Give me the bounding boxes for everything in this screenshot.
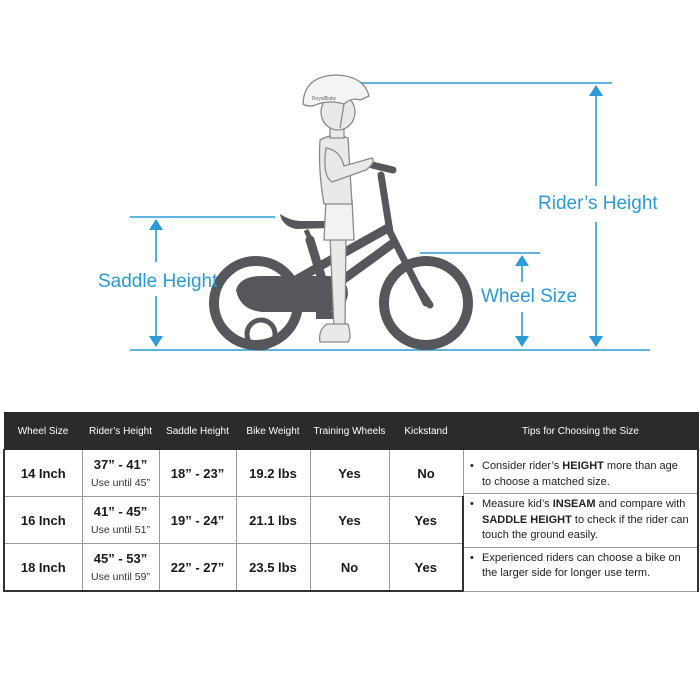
col-header-tips: Tips for Choosing the Size [462,412,699,450]
rider-shorts [323,199,355,241]
cell-bike-weight: 23.5 lbs [235,543,311,592]
table-row: 14 Inch 37” - 41” Use until 45” 18” - 23… [3,449,699,592]
cell-wheel-size: 16 Inch [3,496,83,544]
pedal [316,312,338,319]
arrow-heads [149,85,603,347]
cell-kickstand: Yes [388,496,464,544]
cell-bike-weight: 21.1 lbs [235,496,311,544]
tips-cell: •Consider rider’s HEIGHT more than age t… [462,449,699,592]
use-until: Use until 59” [91,570,150,583]
cell-wheel-size: 14 Inch [3,449,83,497]
cell-bike-weight: 19.2 lbs [235,449,311,497]
table-header-row: Wheel Size Rider’s Height Saddle Height … [3,412,699,450]
cell-training-wheels: Yes [309,449,390,497]
rider-shoe [319,323,351,343]
helmet-logo: RoyalBaby [312,96,337,102]
col-header-training-wheels: Training Wheels [309,412,390,450]
col-header-saddle-height: Saddle Height [158,412,237,450]
rider-arm [324,147,374,183]
stem [377,171,394,236]
rider-drawing: RoyalBaby [302,74,374,343]
cell-training-wheels: No [309,543,390,592]
cell-riders-height: 37” - 41” Use until 45” [81,449,160,497]
saddle [280,214,331,229]
cell-kickstand: No [388,449,464,497]
bullet-icon: • [470,460,474,472]
rider-arrow-down-head [589,336,603,347]
height-range: 45” - 53” [93,550,148,566]
saddle-arrow-down-head [149,336,163,347]
tips-list: •Consider rider’s HEIGHT more than age t… [464,459,697,582]
saddle-height-label: Saddle Height [98,271,218,292]
cell-saddle-height: 18” - 23” [158,449,237,497]
use-until: Use until 51” [91,523,150,536]
height-range: 37” - 41” [93,456,148,472]
col-header-wheel-size: Wheel Size [3,412,83,450]
cell-kickstand: Yes [388,543,464,592]
wheel-size-label: Wheel Size [481,286,578,307]
handlebar [368,161,397,174]
cell-saddle-height: 19” - 24” [158,496,237,544]
bullet-icon: • [470,551,474,564]
size-illustration: RoyalBaby [130,74,650,351]
wheel-arrow-down-head [515,336,529,347]
col-header-bike-weight: Bike Weight [235,412,311,450]
col-header-riders-height: Rider’s Height [81,412,160,450]
rider-arrow-up-head [589,85,603,96]
front-wheel [379,256,473,350]
helmet-icon [302,74,370,107]
size-chart-table: Wheel Size Rider’s Height Saddle Height … [3,412,699,592]
cell-saddle-height: 22” - 27” [158,543,237,592]
training-wheel [244,317,278,351]
height-range: 41” - 45” [93,503,148,519]
cell-riders-height: 41” - 45” Use until 51” [81,496,160,544]
col-header-kickstand: Kickstand [388,412,464,450]
tip-divider [464,546,697,548]
tip-item: •Measure kid’s INSEAM and compare with S… [470,498,689,541]
cell-training-wheels: Yes [309,496,390,544]
tip-item: •Consider rider’s HEIGHT more than age t… [470,460,678,488]
cell-wheel-size: 18 Inch [3,543,83,592]
saddle-arrow-up-head [149,219,163,230]
tip-divider [464,493,697,494]
use-until: Use until 45” [91,476,150,489]
bullet-icon: • [470,498,474,510]
dimension-guides [130,82,650,351]
tip-item: •Experienced riders can choose a bike on… [470,551,681,580]
table-row: 16 Inch 41” - 45” Use until 51” 19” - 24… [3,496,698,544]
riders-height-label: Rider’s Height [538,193,658,214]
cell-riders-height: 45” - 53” Use until 59” [81,543,160,592]
table-row: 18 Inch 45” - 53” Use until 59” 22” - 27… [3,543,698,592]
wheel-arrow-up-head [515,255,529,266]
